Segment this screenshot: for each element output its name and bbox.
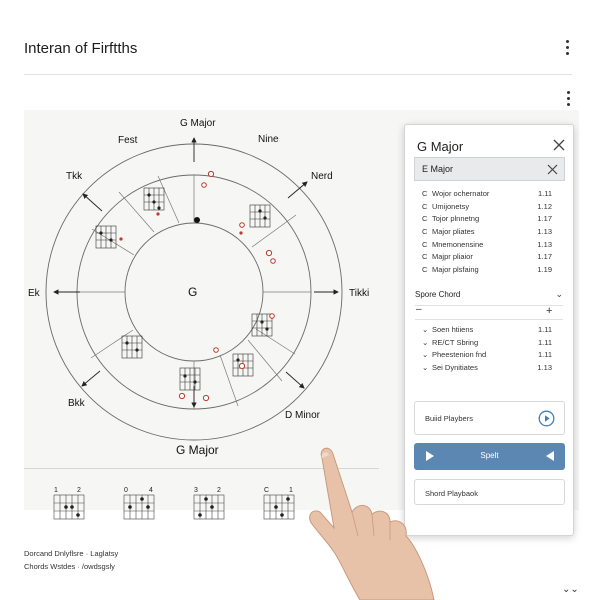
label-upper-left: Tkk xyxy=(66,171,83,182)
chord-diagram[interactable]: 3 2 xyxy=(192,486,232,524)
arrow-upper-right xyxy=(287,181,308,199)
label-left: Ek xyxy=(28,288,41,299)
build-players-label: Buiid Playbers xyxy=(425,414,473,423)
chevron-down-icon: ⌄ xyxy=(555,289,563,299)
footer-line-2: Chords Wstdes · /owdsgsly xyxy=(24,562,115,571)
play-icon xyxy=(426,451,434,461)
svg-text:1: 1 xyxy=(289,487,293,494)
circle-of-fifths: G Major Fest Nine Tkk Nerd Ek Tikki Bkk … xyxy=(28,118,369,457)
selected-chord-field[interactable]: E Major xyxy=(414,157,565,181)
wheel-center: G xyxy=(188,285,197,299)
pointing-hand-image xyxy=(309,447,435,600)
label-top-left: Fest xyxy=(118,135,138,146)
svg-text:1: 1 xyxy=(54,487,58,494)
arrow-upper-left xyxy=(82,193,103,212)
diagram-divider xyxy=(24,468,379,469)
build-players-button[interactable]: Buiid Playbers xyxy=(414,401,565,435)
chevron-down-icon[interactable]: ⌄⌄ xyxy=(562,584,579,595)
panel-title: G Major xyxy=(417,139,464,154)
header-divider xyxy=(24,74,572,75)
label-top-right: Nine xyxy=(258,134,279,145)
canvas-options-icon[interactable] xyxy=(565,91,571,106)
wheel-caption: G Major xyxy=(176,443,219,457)
svg-text:0: 0 xyxy=(124,487,128,494)
section-title: Spore Chord xyxy=(415,290,461,299)
spelt-label: Spelt xyxy=(480,451,499,460)
svg-text:2: 2 xyxy=(77,487,81,494)
arrow-lower-right xyxy=(285,371,305,389)
label-right: Tikki xyxy=(349,288,369,299)
label-top: G Major xyxy=(180,118,216,129)
arrow-lower-left xyxy=(81,370,101,387)
svg-text:2: 2 xyxy=(217,487,221,494)
divider xyxy=(415,319,563,320)
plus-icon[interactable]: + xyxy=(546,305,553,317)
chord-diagram[interactable]: 0 4 xyxy=(122,486,162,524)
clear-icon[interactable] xyxy=(546,163,559,176)
spelt-button[interactable]: Spelt xyxy=(414,443,565,470)
minus-icon[interactable]: – xyxy=(416,304,422,315)
chord-playback-button[interactable]: Shord Playbaok xyxy=(414,479,565,505)
divider xyxy=(415,305,563,306)
section-spore-chord[interactable]: Spore Chord ⌄ xyxy=(415,289,563,299)
svg-text:4: 4 xyxy=(149,487,153,494)
footer-line-1: Dorcand Dnlyflsre · Laglatsy xyxy=(24,549,119,558)
label-lower-left: Bkk xyxy=(68,398,86,409)
close-icon[interactable] xyxy=(551,137,567,153)
play-circle-icon xyxy=(538,410,555,427)
reverse-icon xyxy=(546,451,554,461)
label-upper-right: Nerd xyxy=(311,171,333,182)
chord-diagram[interactable]: C 1 xyxy=(262,486,302,524)
label-lower-right: D Minor xyxy=(285,410,321,421)
chord-playback-label: Shord Playbaok xyxy=(425,489,478,498)
svg-text:C: C xyxy=(264,487,269,494)
more-options-icon[interactable] xyxy=(564,40,570,55)
selected-chord-label: E Major xyxy=(422,164,454,174)
page-title: Interan of Firftths xyxy=(24,40,138,57)
chord-diagram[interactable]: 1 2 xyxy=(52,486,92,524)
svg-text:3: 3 xyxy=(194,487,198,494)
